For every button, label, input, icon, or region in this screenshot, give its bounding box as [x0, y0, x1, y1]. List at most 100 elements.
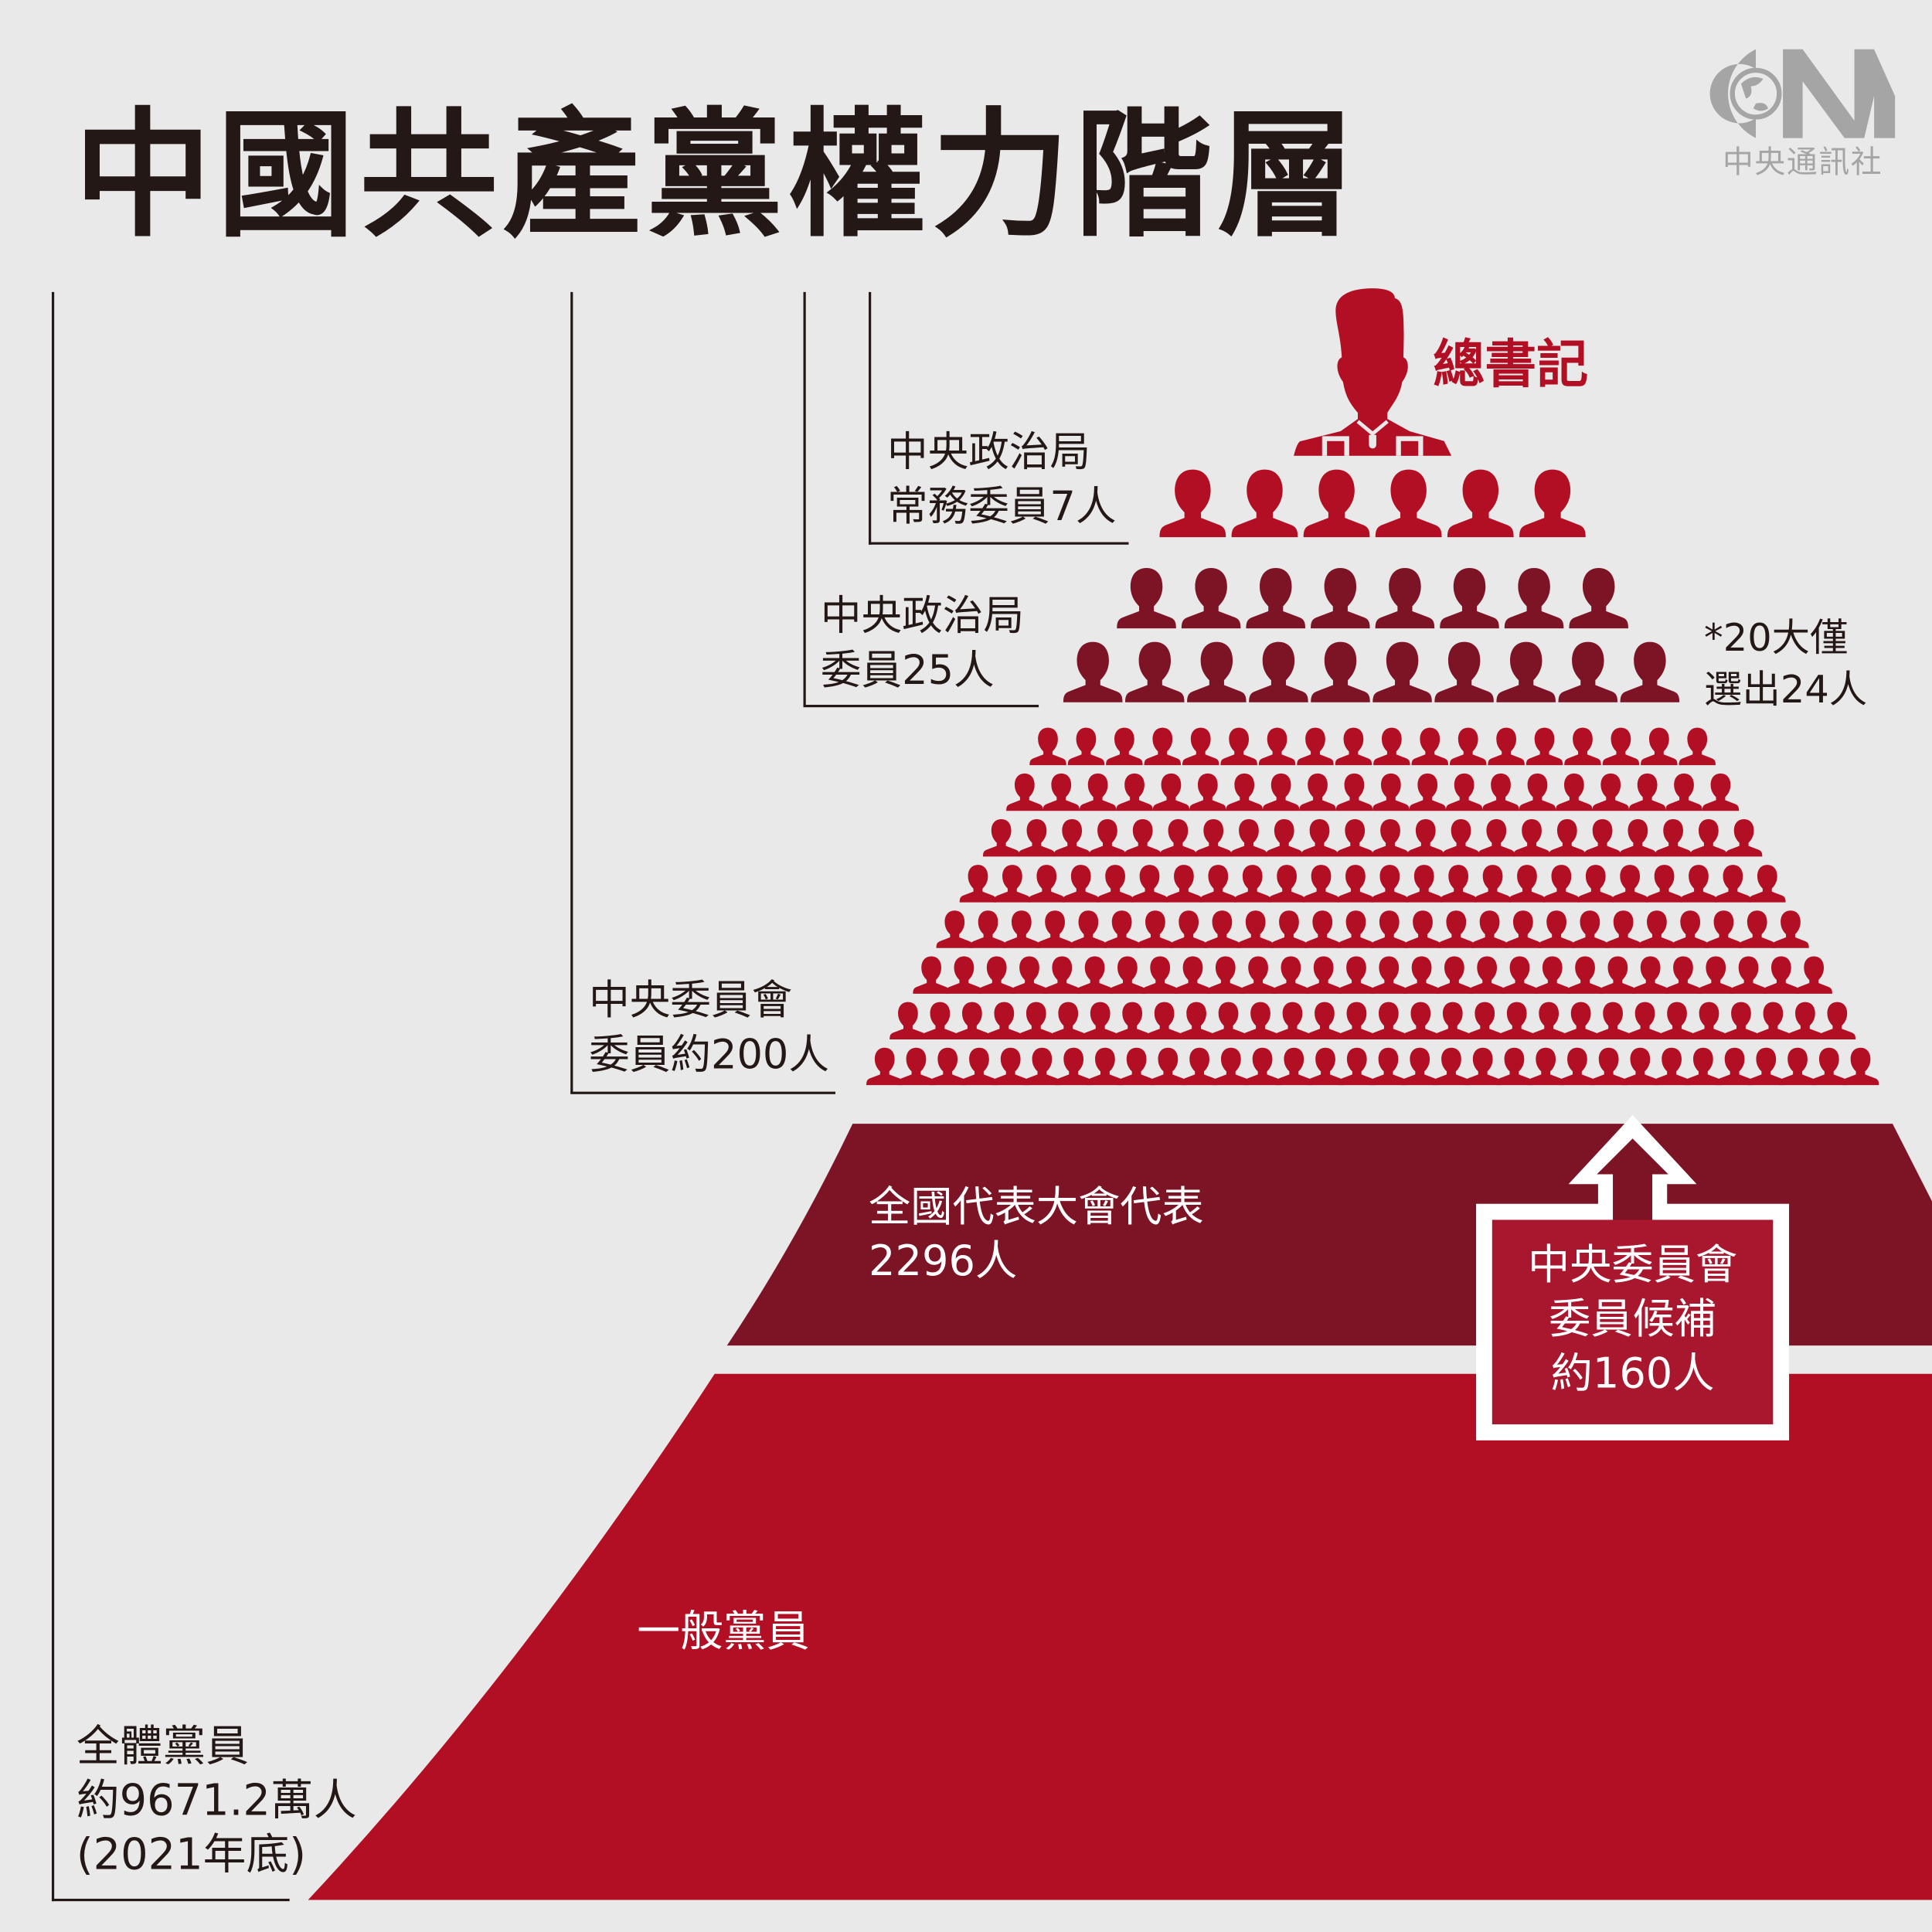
person-icon-central: [1011, 956, 1048, 994]
alternates-line3: 約160人: [1550, 1349, 1715, 1399]
person-icon-standing: [1231, 469, 1298, 538]
person-icon-central: [1266, 818, 1303, 857]
person-icon-central: [1081, 1002, 1119, 1040]
person-icon-politburo: [1440, 568, 1499, 629]
bracket-base-standing: [869, 542, 1129, 544]
person-icon-politburo: [1569, 568, 1628, 629]
person-icon-central: [1538, 910, 1575, 948]
person-icon-central: [1304, 956, 1342, 994]
person-icon-central: [1697, 956, 1735, 994]
person-icon-central: [1468, 956, 1505, 994]
person-icon-central: [1272, 956, 1310, 994]
person-icon-politburo: [1181, 568, 1241, 629]
person-icon-central: [1209, 1002, 1247, 1040]
person-icon-central: [1730, 956, 1767, 994]
person-icon-central: [1705, 910, 1743, 948]
person-icon-central: [1466, 1002, 1503, 1040]
person-icon-central: [1577, 865, 1614, 903]
person-icon-central: [1307, 1047, 1344, 1086]
person-icon-central: [1680, 865, 1717, 903]
central-line1: 中央委員會: [589, 975, 793, 1024]
person-icon-central: [1556, 773, 1593, 811]
alternates-line1: 中央委員會: [1528, 1240, 1738, 1291]
person-icon-central: [1028, 865, 1066, 903]
person-icon-politburo: [1125, 641, 1185, 702]
central-line2: 委員約200人: [589, 1029, 830, 1079]
all-members-label: 全體黨員 約9671.2萬人 (2021年底): [77, 1720, 357, 1883]
person-icon-central: [1199, 865, 1237, 903]
person-icon-central: [1478, 818, 1515, 857]
person-icon-central: [1626, 1002, 1664, 1040]
bracket-line-central: [570, 291, 573, 1094]
person-icon-central: [1097, 865, 1134, 903]
person-icon-central: [1145, 1002, 1183, 1040]
person-icon-standing: [1519, 469, 1586, 538]
politburo-line1: 中央政治局: [820, 591, 1024, 640]
person-icon-central: [1628, 773, 1666, 811]
person-icon-central: [1402, 1002, 1440, 1040]
person-icon-politburo: [1434, 641, 1494, 702]
person-icon-central: [1337, 865, 1374, 903]
person-icon-central: [1772, 910, 1809, 948]
person-icon-central: [1067, 727, 1105, 766]
person-icon-central: [1404, 910, 1441, 948]
person-icon-central: [1203, 910, 1241, 948]
person-icon-central: [978, 956, 1015, 994]
person-icon-central: [1566, 956, 1604, 994]
person-icon-central: [1299, 773, 1336, 811]
person-icon-central: [1638, 910, 1675, 948]
person-icon-central: [1079, 773, 1117, 811]
person-icon-central: [1749, 865, 1786, 903]
person-icon-central: [1371, 910, 1408, 948]
person-icon-central: [1411, 727, 1449, 766]
all-members-line2: 約9671.2萬人: [76, 1777, 357, 1826]
bracket-line-politburo: [803, 291, 805, 706]
person-icon-politburo: [1063, 641, 1123, 702]
person-icon-central: [1495, 1047, 1533, 1086]
person-icon-central: [1549, 818, 1586, 857]
congress-line1: 全國代表大會代表: [869, 1182, 1204, 1233]
standing-line1: 中央政治局: [886, 427, 1091, 476]
person-icon-central: [1543, 865, 1580, 903]
person-icon-central: [1182, 727, 1219, 766]
general-secretary-icon: [1294, 288, 1452, 456]
person-icon-central: [1716, 1047, 1753, 1086]
person-icon-central: [936, 910, 974, 948]
person-icon-politburo: [1249, 641, 1308, 702]
person-icon-politburo: [1246, 568, 1306, 629]
person-icon-central: [945, 956, 983, 994]
person-icon-central: [1243, 1047, 1281, 1086]
person-icon-central: [1571, 910, 1609, 948]
politburo-note-line2: 選出24人: [1704, 668, 1868, 713]
central-committee-label: 中央委員會 委員約200人: [589, 974, 829, 1082]
person-icon-standing: [1159, 469, 1226, 538]
candidate-box: [1492, 1219, 1774, 1425]
person-icon-central: [1070, 910, 1107, 948]
person-icon-central: [1665, 773, 1702, 811]
person-icon-standing: [1303, 469, 1370, 538]
person-icon-central: [959, 865, 997, 903]
person-icon-central: [1474, 865, 1512, 903]
person-icon-central: [1464, 1047, 1502, 1086]
person-icon-central: [969, 910, 1007, 948]
person-icon-central: [961, 1047, 998, 1086]
person-icon-central: [1665, 956, 1702, 994]
person-icon-central: [929, 1047, 966, 1086]
person-icon-central: [1513, 818, 1550, 857]
person-icon-central: [1594, 1002, 1631, 1040]
person-icon-central: [1653, 1047, 1690, 1086]
person-icon-central: [1302, 865, 1340, 903]
bracket-base-politburo: [803, 704, 1039, 707]
person-icon-central: [1062, 865, 1100, 903]
alternates-label: 中央委員會 委員候補 約160人: [1491, 1238, 1774, 1400]
politburo-note: *20大僅 選出24人: [1704, 612, 1867, 716]
person-icon-central: [1445, 773, 1483, 811]
alternates-line2: 委員候補: [1549, 1294, 1716, 1345]
person-icon-central: [1103, 910, 1141, 948]
person-icon-central: [1583, 818, 1621, 857]
all-members-line1: 全體黨員: [76, 1722, 250, 1772]
person-icon-central: [1106, 727, 1143, 766]
person-icon-central: [889, 1002, 927, 1040]
